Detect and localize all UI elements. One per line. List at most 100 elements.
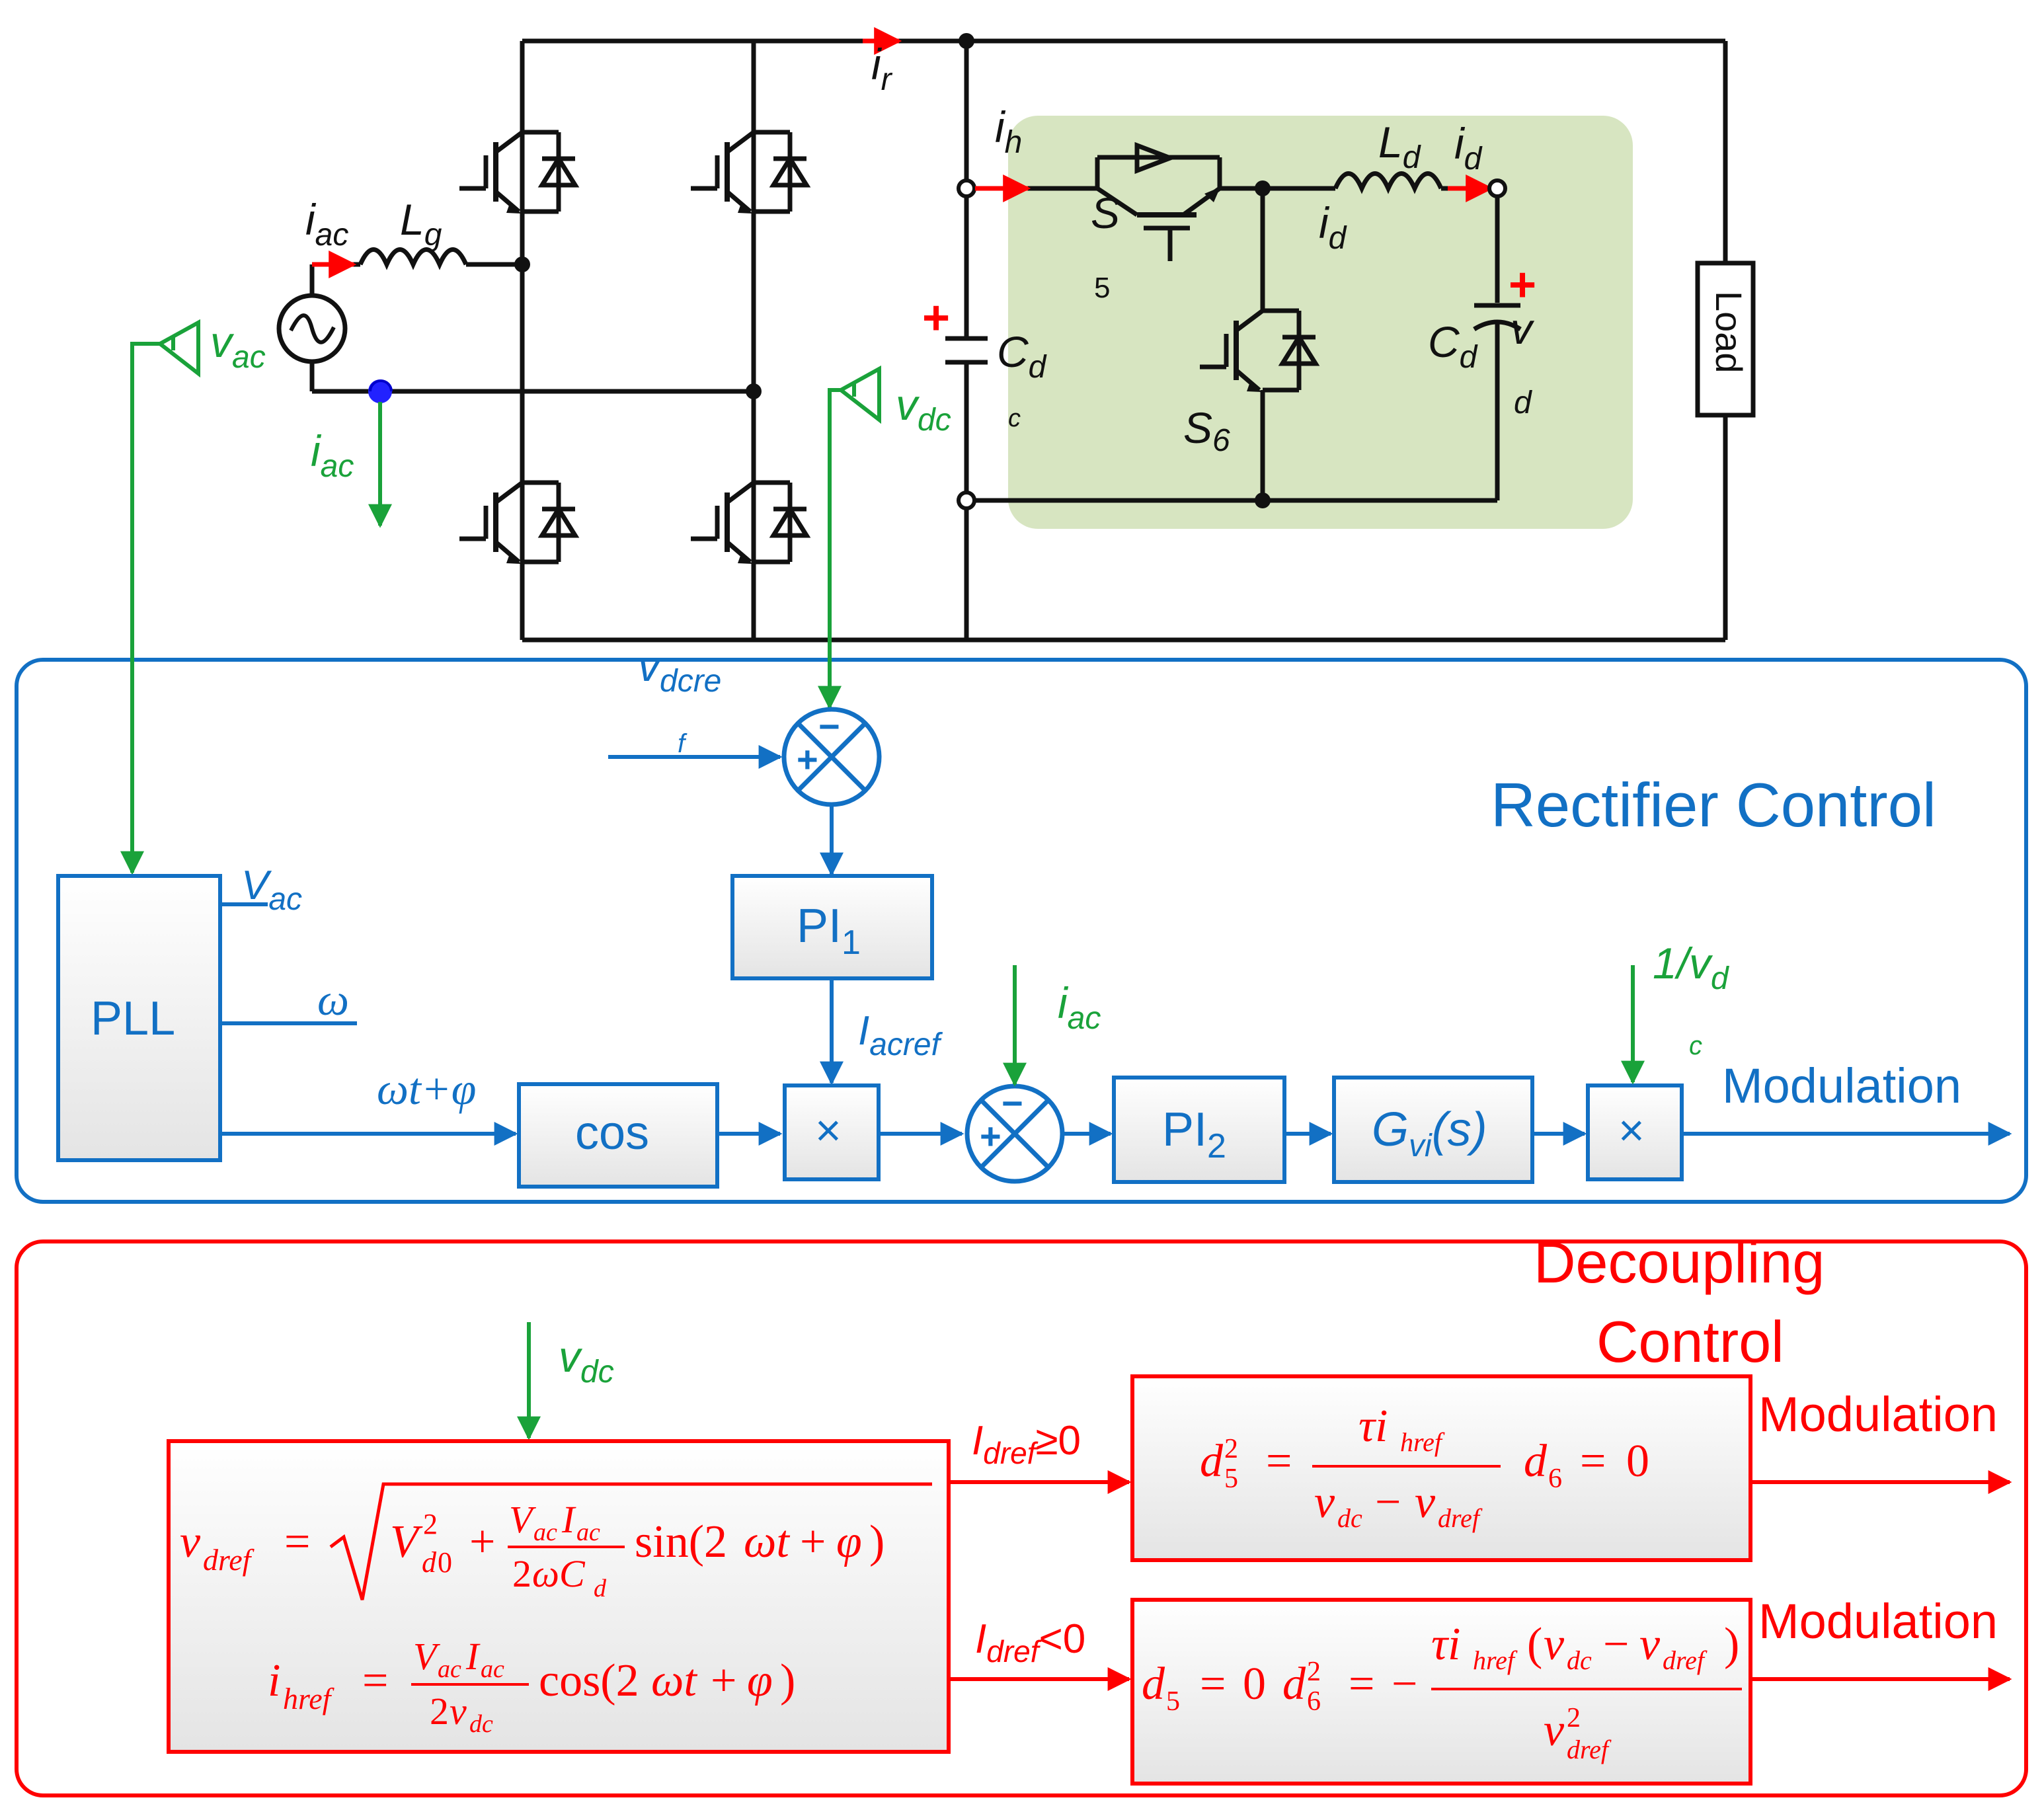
svg-text:φ: φ	[747, 1655, 773, 1706]
svg-text:dref: dref	[203, 1543, 255, 1577]
svg-text:v: v	[1544, 1705, 1565, 1756]
label-vd-sub: d	[1514, 385, 1532, 420]
gvi-block[interactable]	[1332, 1076, 1534, 1184]
pi2-block[interactable]	[1112, 1076, 1286, 1184]
formula-ihref: i href = V ac I ac 2 v dc cos(2 ωt + φ )	[268, 1635, 795, 1738]
modulation-label-bottom: Modulation	[1758, 1594, 1998, 1649]
svg-text:ac: ac	[481, 1655, 504, 1683]
label-cd: Cd	[1428, 317, 1478, 375]
label-Vac: Vac	[241, 863, 302, 917]
svg-text:+: +	[711, 1655, 736, 1706]
svg-text:+: +	[980, 1115, 1002, 1157]
multiplier-2[interactable]	[1586, 1083, 1684, 1181]
decoupling-converter-highlight	[1008, 116, 1633, 529]
sine-glyph	[289, 313, 336, 344]
gvi-label: Gvi(s)	[1372, 1103, 1487, 1163]
label-ir: ir	[871, 40, 893, 97]
svg-text:d: d	[1524, 1436, 1548, 1487]
pi2-label: PI2	[1162, 1103, 1226, 1165]
vac-feed-line	[120, 342, 160, 875]
svg-text:dc: dc	[469, 1710, 493, 1738]
label-cond-pos: Idref≥0	[972, 1418, 1081, 1470]
load-box	[1695, 260, 1756, 418]
svg-text:sin(2: sin(2	[635, 1516, 727, 1567]
svg-text:=: =	[362, 1655, 388, 1706]
svg-text:dc: dc	[1567, 1645, 1592, 1675]
svg-text:v: v	[1544, 1619, 1565, 1670]
label-vdcref: vdcre	[638, 641, 721, 699]
label-s5: S	[1091, 188, 1120, 237]
igbt-s1	[459, 93, 575, 255]
inductor-lg	[358, 247, 469, 270]
label-iacref: Iacref	[858, 1008, 943, 1062]
svg-text:d: d	[1200, 1436, 1224, 1487]
svg-text:V: V	[509, 1498, 537, 1541]
svg-text:href: href	[283, 1682, 335, 1715]
rectifier-control-frame	[15, 658, 2028, 1204]
vdc-feed-line	[818, 388, 842, 710]
label-iac-feedback: iac	[1058, 978, 1101, 1036]
label-lg: Lg	[400, 195, 442, 253]
svg-text:v: v	[1415, 1477, 1436, 1528]
terminal-top	[957, 178, 976, 198]
svg-text:−: −	[1375, 1477, 1401, 1528]
duty-block-negative[interactable]	[1130, 1598, 1752, 1786]
label-iac-side: iac	[311, 426, 354, 484]
pll-block[interactable]	[56, 874, 222, 1162]
pll-label: PLL	[91, 992, 175, 1045]
label-ih: ih	[995, 102, 1022, 160]
pi1-label: PI1	[797, 900, 861, 962]
svg-text:): )	[780, 1655, 795, 1706]
label-cdc: Cd	[997, 327, 1047, 385]
svg-text:): )	[1724, 1619, 1739, 1670]
igbt-s4	[691, 443, 806, 605]
label-id-bottom: id	[1319, 198, 1347, 256]
decoupling-control-panel: Decoupling Control vdc v dref = V 2 d 0 …	[15, 1230, 2028, 1797]
svg-text:0: 0	[1243, 1659, 1266, 1710]
label-omega: ω	[317, 974, 349, 1025]
svg-text:τi: τi	[1358, 1401, 1388, 1452]
reference-generator-block[interactable]	[167, 1439, 951, 1754]
cos-label: cos	[575, 1107, 649, 1160]
power-circuit: Load + + ir ih iac Lg vac iac S 5 S6 Ld …	[156, 27, 1756, 643]
svg-text:ac: ac	[533, 1518, 557, 1546]
formula-vdref: v dref = V 2 d 0 + V ac I ac 2 ωC d sin(…	[180, 1482, 932, 1602]
svg-text:href: href	[1473, 1645, 1518, 1675]
svg-text:d: d	[1142, 1659, 1165, 1710]
svg-text:2: 2	[423, 1508, 438, 1540]
igbt-s3	[691, 93, 806, 255]
label-recip-vdc-sub: c	[1689, 1031, 1702, 1060]
label-vac: vac	[210, 317, 266, 375]
svg-text:dref: dref	[1438, 1503, 1483, 1533]
svg-text:dc: dc	[1337, 1503, 1362, 1533]
formula-positive: d 2 5 = τi href v dc − v dref d 6 = 0	[1200, 1401, 1649, 1533]
svg-text:0: 0	[438, 1546, 452, 1579]
multiplier-2-symbol: ×	[1618, 1105, 1645, 1156]
svg-text:=: =	[284, 1516, 310, 1567]
load-label: Load	[1708, 291, 1750, 374]
decoupling-title-line2: Control	[1596, 1309, 1784, 1374]
svg-text:ωt: ωt	[744, 1516, 790, 1567]
svg-text:ac: ac	[576, 1518, 600, 1546]
rectifier-modulation-label: Modulation	[1722, 1058, 1961, 1113]
svg-text:i: i	[268, 1655, 280, 1706]
cd-plus-sign: +	[1509, 258, 1536, 311]
svg-text:2: 2	[1224, 1434, 1238, 1464]
rectifier-control-panel: Rectifier Control − + vdcre f PI1 Iacref…	[15, 342, 2028, 1204]
svg-text:−: −	[1603, 1619, 1629, 1670]
svg-text:d: d	[594, 1575, 607, 1602]
svg-text:V: V	[390, 1516, 423, 1567]
label-vdc-input: vdc	[559, 1332, 614, 1390]
cdc-plus-sign: +	[922, 292, 950, 344]
voltage-probe-icon	[837, 365, 881, 424]
svg-text:v: v	[1639, 1619, 1661, 1670]
svg-text:+: +	[469, 1516, 495, 1567]
svg-text:d: d	[1282, 1659, 1306, 1710]
igbt-s5	[1041, 141, 1222, 261]
duty-block-positive[interactable]	[1130, 1374, 1752, 1562]
svg-text:I: I	[561, 1498, 576, 1541]
pi1-block[interactable]	[730, 874, 934, 980]
summing-junction-vdc: − +	[781, 705, 882, 807]
cos-block[interactable]	[517, 1082, 719, 1189]
